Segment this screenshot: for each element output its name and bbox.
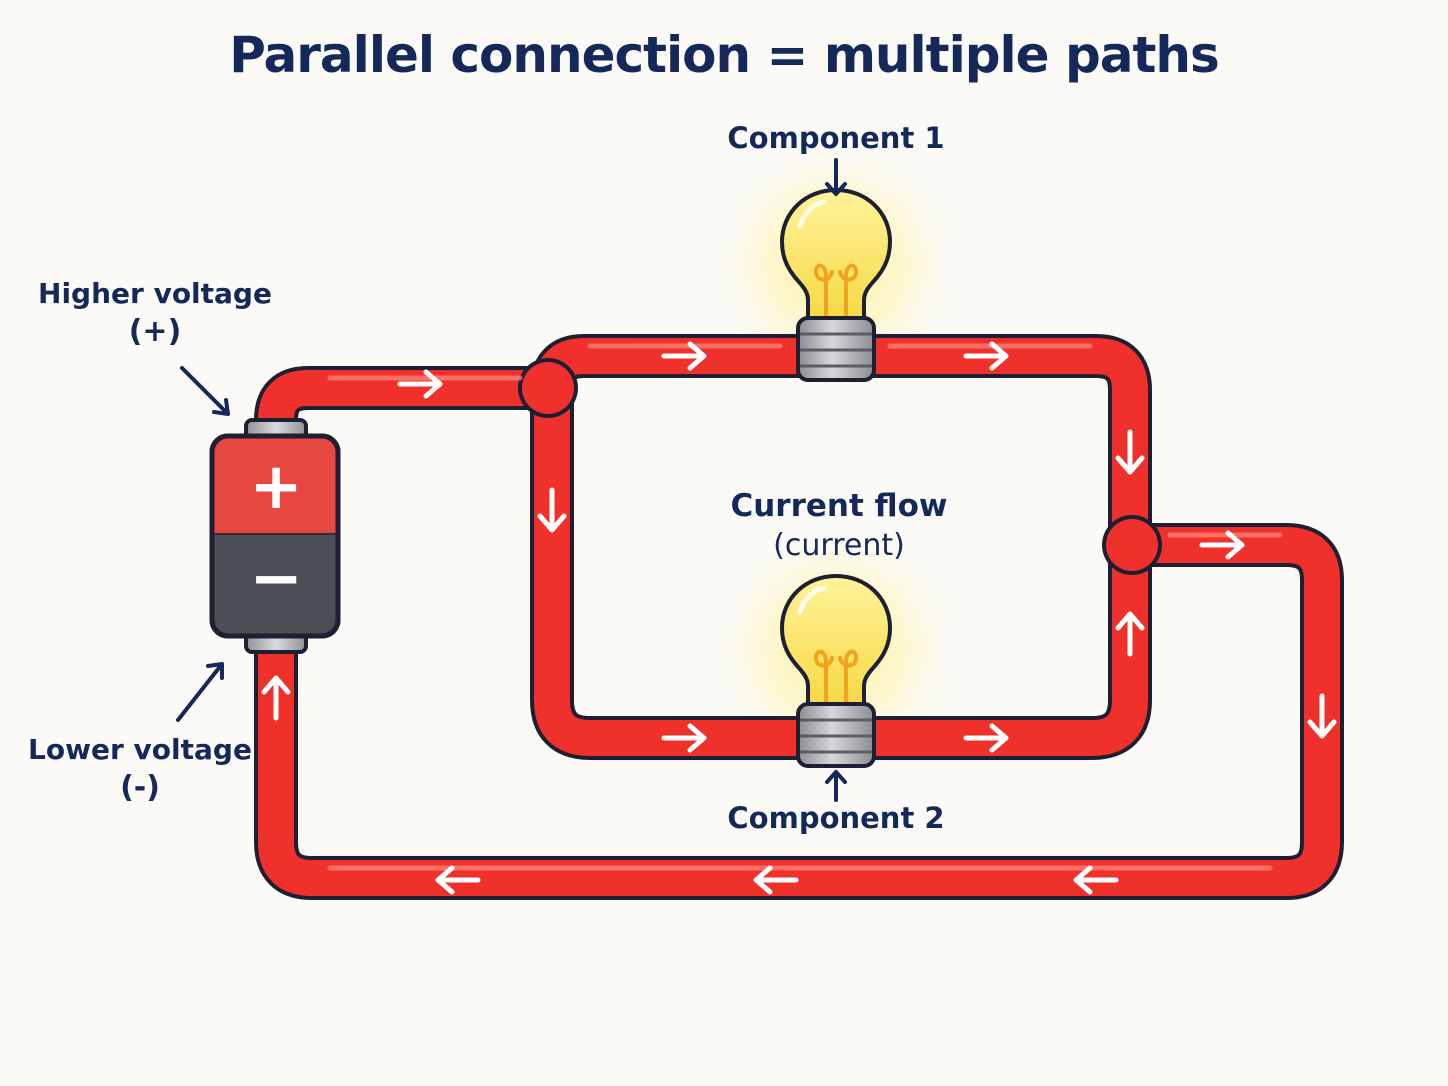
light-bulb-icon [779,187,893,382]
junction-node [1106,519,1158,571]
wire-highlight [327,343,1283,871]
higher-voltage-text: Higher voltage [38,277,272,310]
pointer-arrow-icon [825,158,847,196]
pointer-arrow-icon [180,366,230,416]
arrow-icon [435,865,481,895]
current-flow-subtext: (current) [773,528,905,564]
arrow-icon [661,723,707,753]
arrow-icon [661,341,707,371]
battery-negative-symbol: − [249,542,303,616]
current-flow-text: Current flow [730,488,948,524]
arrow-icon [963,341,1009,371]
arrow-icon [1115,429,1145,475]
battery-positive-symbol: + [249,450,303,524]
arrow-icon [537,487,567,533]
current-flow-label: Current flow (current) [689,486,989,565]
arrow-icon [1199,530,1245,560]
light-bulb-icon [779,573,893,768]
lower-voltage-sign: (-) [120,770,160,806]
higher-voltage-label: Higher voltage (+) [20,276,290,351]
arrow-icon [397,369,443,399]
pointer-arrow-icon [176,662,224,722]
arrow-icon [963,723,1009,753]
battery-icon [209,418,341,654]
higher-voltage-sign: (+) [128,314,182,350]
component-1-label: Component 1 [727,121,945,155]
arrow-icon [753,865,799,895]
lower-voltage-label: Lower voltage (-) [10,732,270,807]
arrow-icon [1115,611,1145,657]
component-2-label: Component 2 [727,801,945,835]
arrow-icon [1073,865,1119,895]
arrow-icon [261,675,291,721]
arrow-icon [1307,693,1337,739]
lower-voltage-text: Lower voltage [28,733,252,766]
pointer-arrow-icon [825,770,847,802]
page-title: Parallel connection = multiple paths [229,26,1220,84]
junction-node [522,362,574,414]
